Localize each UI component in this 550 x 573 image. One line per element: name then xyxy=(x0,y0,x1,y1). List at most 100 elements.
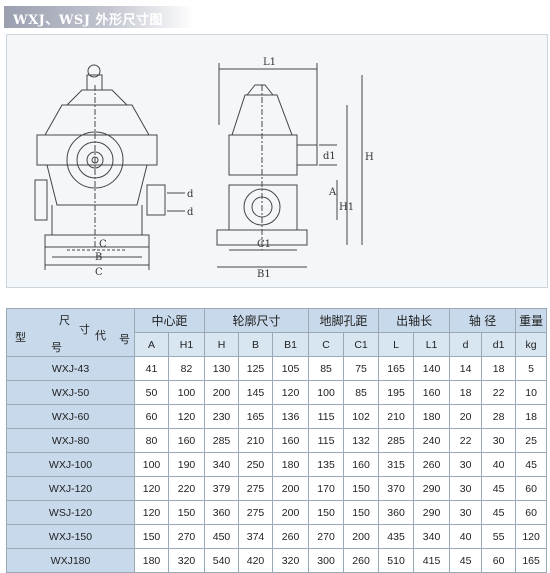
value-cell: 120 xyxy=(272,380,310,405)
label-l1: L1 xyxy=(263,57,276,68)
value-cell: 22 xyxy=(481,380,517,405)
value-cell: 200 xyxy=(272,476,310,501)
group-foot-hole: 地脚孔距 xyxy=(308,308,380,333)
value-cell: 150 xyxy=(343,500,380,525)
value-cell: 195 xyxy=(378,380,415,405)
model-cell: WXJ-50 xyxy=(6,380,135,405)
value-cell: 60 xyxy=(481,548,517,573)
corner-char-d: 代 xyxy=(95,330,106,342)
group-center-distance: 中心距 xyxy=(133,308,206,333)
value-cell: 230 xyxy=(204,404,240,429)
value-cell: 340 xyxy=(413,524,451,549)
value-cell: 540 xyxy=(204,548,240,573)
group-shaft-length: 出轴长 xyxy=(378,308,451,333)
value-cell: 285 xyxy=(204,428,240,453)
value-cell: 315 xyxy=(378,452,415,477)
value-cell: 150 xyxy=(167,500,206,525)
value-cell: 170 xyxy=(308,476,345,501)
value-cell: 20 xyxy=(449,404,483,429)
label-h: H xyxy=(365,152,374,163)
value-cell: 120 xyxy=(515,524,548,549)
group-shaft-diameter: 轴 径 xyxy=(449,308,517,333)
value-cell: 260 xyxy=(343,548,380,573)
value-cell: 45 xyxy=(481,476,517,501)
value-cell: 374 xyxy=(238,524,274,549)
column-header: H xyxy=(204,332,240,357)
label-b: B xyxy=(95,252,102,263)
value-cell: 160 xyxy=(167,428,206,453)
value-cell: 115 xyxy=(308,404,345,429)
value-cell: 41 xyxy=(134,356,169,381)
value-cell: 415 xyxy=(413,548,451,573)
model-cell: WXJ-80 xyxy=(6,428,135,453)
value-cell: 132 xyxy=(343,428,380,453)
value-cell: 30 xyxy=(449,500,483,525)
value-cell: 435 xyxy=(378,524,415,549)
value-cell: 200 xyxy=(272,500,310,525)
model-cell: WXJ-60 xyxy=(6,404,135,429)
value-cell: 102 xyxy=(343,404,380,429)
label-d1: d1 xyxy=(323,151,336,162)
value-cell: 250 xyxy=(238,452,274,477)
value-cell: 120 xyxy=(167,404,206,429)
value-cell: 30 xyxy=(481,428,517,453)
value-cell: 45 xyxy=(515,452,548,477)
label-d-2: d xyxy=(187,207,194,218)
value-cell: 510 xyxy=(378,548,415,573)
value-cell: 120 xyxy=(134,500,169,525)
value-cell: 320 xyxy=(272,548,310,573)
value-cell: 160 xyxy=(272,428,310,453)
column-header: kg xyxy=(515,332,548,357)
value-cell: 180 xyxy=(134,548,169,573)
section-title: WXJ、WSJ 外形尺寸图 xyxy=(13,13,164,28)
value-cell: 100 xyxy=(167,380,206,405)
value-cell: 190 xyxy=(167,452,206,477)
value-cell: 290 xyxy=(413,500,451,525)
value-cell: 450 xyxy=(204,524,240,549)
value-cell: 18 xyxy=(481,356,517,381)
value-cell: 260 xyxy=(413,452,451,477)
corner-char-b: 寸 xyxy=(79,324,90,336)
value-cell: 150 xyxy=(308,500,345,525)
label-c-inner: C xyxy=(99,239,107,250)
value-cell: 145 xyxy=(238,380,274,405)
model-cell: WXJ180 xyxy=(6,548,135,573)
value-cell: 140 xyxy=(413,356,451,381)
value-cell: 160 xyxy=(413,380,451,405)
value-cell: 260 xyxy=(272,524,310,549)
value-cell: 115 xyxy=(308,428,345,453)
column-header: L xyxy=(378,332,415,357)
value-cell: 165 xyxy=(378,356,415,381)
value-cell: 40 xyxy=(481,452,517,477)
value-cell: 180 xyxy=(272,452,310,477)
column-header: B xyxy=(238,332,274,357)
label-a: A xyxy=(328,187,337,198)
value-cell: 105 xyxy=(272,356,310,381)
gearbox-drawing-svg: C B C d d L1 d1 A H1 H C1 B1 xyxy=(34,57,374,280)
model-cell: WXJ-100 xyxy=(6,452,135,477)
value-cell: 135 xyxy=(308,452,345,477)
column-header: H1 xyxy=(167,332,206,357)
value-cell: 220 xyxy=(167,476,206,501)
value-cell: 25 xyxy=(515,428,548,453)
corner-char-a: 尺 xyxy=(59,315,70,327)
column-header: d1 xyxy=(481,332,517,357)
value-cell: 30 xyxy=(449,476,483,501)
dimension-drawing: C B C d d L1 d1 A H1 H C1 B1 xyxy=(6,34,548,288)
value-cell: 370 xyxy=(378,476,415,501)
value-cell: 136 xyxy=(272,404,310,429)
value-cell: 82 xyxy=(167,356,206,381)
value-cell: 30 xyxy=(449,452,483,477)
model-cell: WXJ-43 xyxy=(6,356,135,381)
value-cell: 60 xyxy=(515,476,548,501)
value-cell: 18 xyxy=(449,380,483,405)
value-cell: 275 xyxy=(238,476,274,501)
corner-char-f: 号 xyxy=(51,342,62,354)
value-cell: 180 xyxy=(413,404,451,429)
value-cell: 340 xyxy=(204,452,240,477)
value-cell: 85 xyxy=(343,380,380,405)
value-cell: 240 xyxy=(413,428,451,453)
